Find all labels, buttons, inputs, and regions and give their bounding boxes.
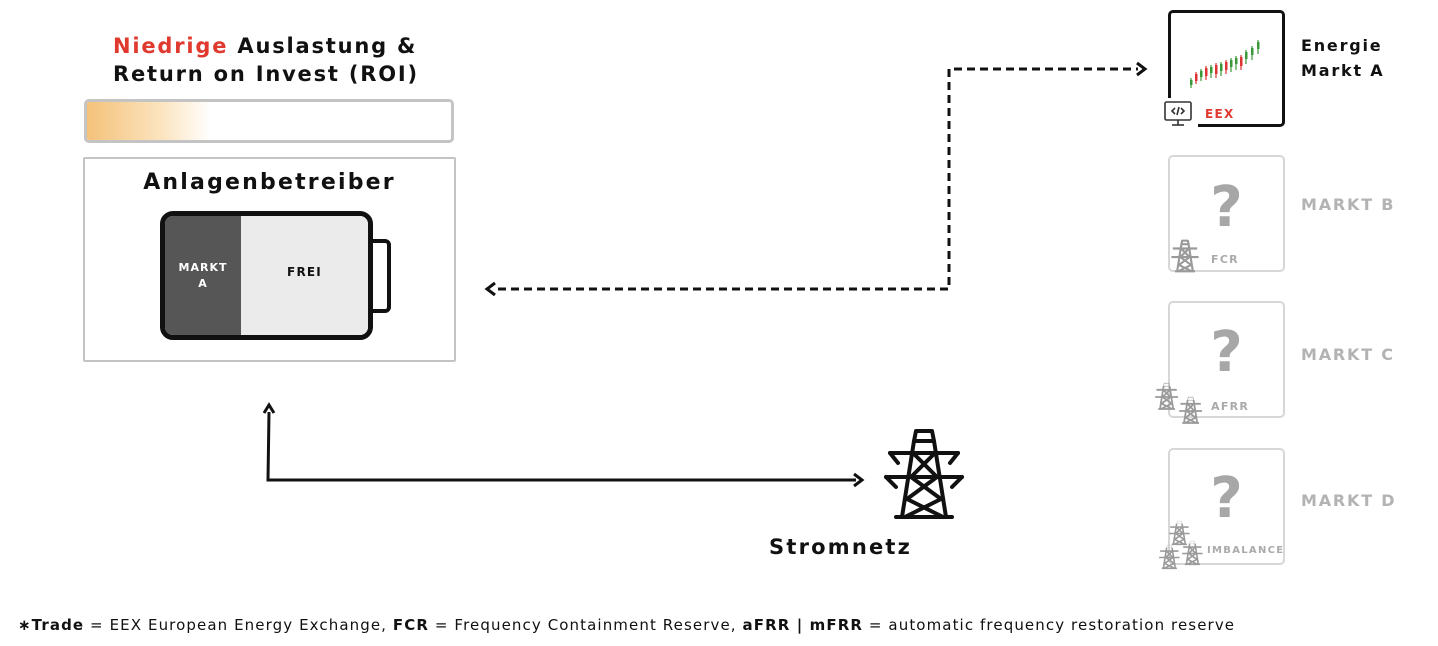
arrowhead-market-a <box>1136 61 1148 77</box>
market-d-label: MARKT D <box>1301 491 1397 510</box>
power-tower-icon <box>884 429 964 519</box>
market-b-question-mark: ? <box>1210 175 1243 240</box>
arrowhead-operator <box>484 281 496 297</box>
arrowhead-up <box>262 402 276 414</box>
battery-segment-market-a-label: MARKT A <box>178 260 228 290</box>
footnote-term-trade: ∗Trade <box>18 616 85 634</box>
battery-segment-free-label: FREI <box>287 264 322 279</box>
market-a-tag: EEX <box>1205 107 1235 121</box>
market-b-tag: FCR <box>1211 253 1239 266</box>
headline-highlight: Niedrige <box>113 34 229 58</box>
market-b-label: MARKT B <box>1301 195 1396 214</box>
footnote-term-fcr: FCR <box>392 616 430 634</box>
market-c-question-mark: ? <box>1210 320 1243 385</box>
market-d-power-towers-cluster-icon <box>1159 520 1203 570</box>
market-c-power-towers-icon <box>1155 382 1203 424</box>
battery-segment-free: FREI <box>241 216 368 335</box>
battery: MARKT A FREI <box>160 211 373 340</box>
market-b-box <box>1168 155 1285 272</box>
market-a-label: Energie Markt A <box>1301 36 1385 80</box>
dashed-arrow-operator-market-a <box>498 67 1138 291</box>
battery-terminal <box>371 239 391 313</box>
roi-progress-bar <box>84 99 454 143</box>
headline-rest: Auslastung & <box>228 34 418 58</box>
grid-label: Stromnetz <box>769 535 913 559</box>
footnote-def-fcr: = Frequency Containment Reserve, <box>429 616 743 634</box>
solid-arrow-grid-operator <box>266 411 856 482</box>
headline-line2: Return on Invest (ROI) <box>113 62 419 86</box>
candlestick-chart-icon <box>1190 40 1260 88</box>
market-c-label: MARKT C <box>1301 345 1395 364</box>
footnote: ∗Trade = EEX European Energy Exchange, F… <box>18 616 1235 634</box>
operator-box <box>83 157 456 362</box>
footnote-def-trade: = EEX European Energy Exchange, <box>84 616 393 634</box>
market-d-box <box>1168 448 1285 565</box>
battery-segment-market-a: MARKT A <box>165 216 241 335</box>
market-c-tag: AFRR <box>1211 400 1250 413</box>
headline: Niedrige Auslastung & Return on Invest (… <box>113 32 419 88</box>
operator-title: Anlagenbetreiber <box>143 170 396 195</box>
market-d-tag: IMBALANCE <box>1207 545 1285 556</box>
market-c-box <box>1168 301 1285 418</box>
roi-progress-fill <box>87 102 211 140</box>
arrowhead-grid <box>853 472 865 488</box>
footnote-def-afrr: = automatic frequency restoration reserv… <box>863 616 1236 634</box>
market-b-power-tower-icon <box>1171 239 1199 273</box>
footnote-term-afrr: aFRR | mFRR <box>742 616 864 634</box>
trading-screen-icon <box>1164 101 1192 126</box>
market-d-question-mark: ? <box>1210 466 1243 531</box>
